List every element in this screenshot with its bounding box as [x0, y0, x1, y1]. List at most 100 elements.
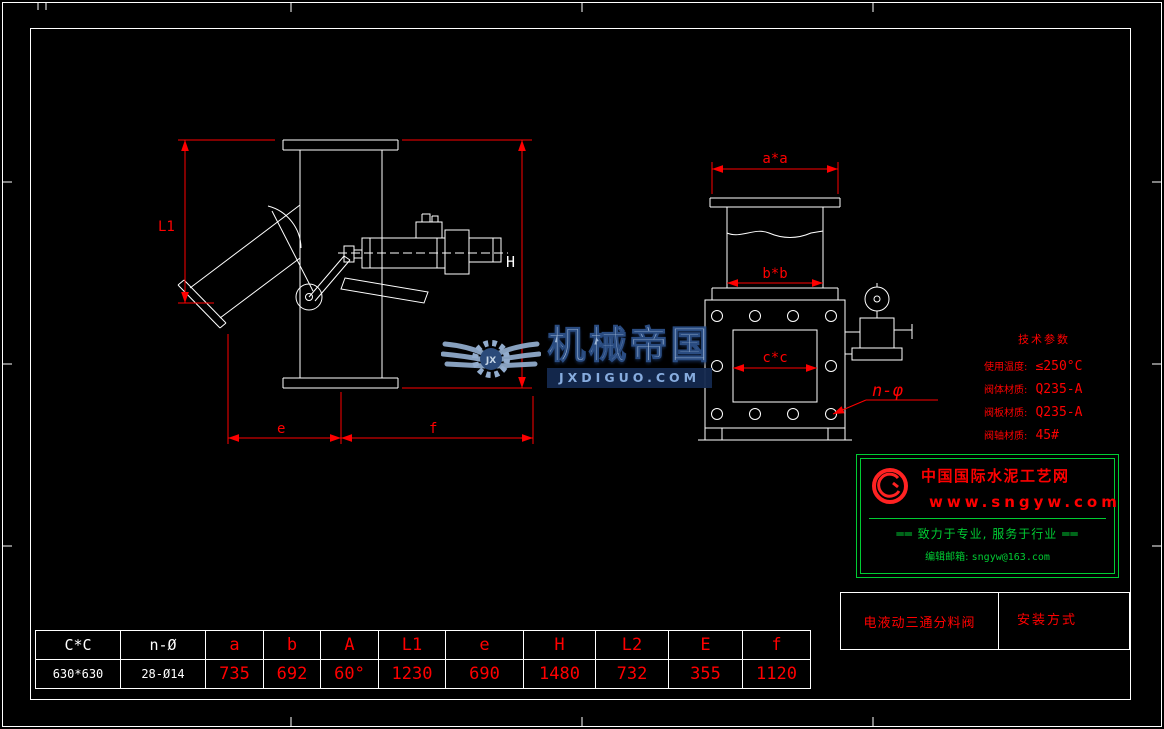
- tech-param-label: 阀轴材质:: [984, 431, 1028, 442]
- spec-value-cell: 690: [445, 659, 524, 689]
- bolt-hole: [711, 408, 723, 420]
- break-line: [726, 230, 824, 238]
- spec-value-cell: 60°: [320, 659, 379, 689]
- cement-net-logo-icon: [869, 465, 911, 511]
- tech-param-value: 45#: [1035, 428, 1059, 443]
- dim-label-e: e: [277, 421, 285, 437]
- spec-header-cell: E: [668, 630, 743, 660]
- vendor-slogan: ══ 致力于专业, 服务于行业 ══: [896, 527, 1079, 541]
- outlet-opening: [732, 329, 818, 403]
- chute-flange: [177, 279, 227, 329]
- spec-header-row: C*C n-Ø a b A L1 e H L2 E f: [35, 630, 811, 660]
- side-actuator-base: [851, 347, 903, 361]
- spec-header-cell: A: [320, 630, 379, 660]
- pivot-hub: [295, 283, 323, 311]
- fittings: [421, 213, 439, 222]
- vendor-contact-email: sngyw@163.com: [971, 552, 1050, 563]
- svg-text:JX: JX: [485, 356, 496, 366]
- tech-param-value: ≤250°C: [1035, 359, 1083, 374]
- bolt-hole: [825, 408, 837, 420]
- dim-label-L1: L1: [158, 219, 175, 235]
- bolt-hole: [825, 310, 837, 322]
- spec-value-cell: 732: [595, 659, 669, 689]
- dim-label-bb: b*b: [762, 266, 787, 282]
- bolt-hole: [787, 310, 799, 322]
- spec-header-cell: e: [445, 630, 524, 660]
- discharge-chute: [189, 204, 301, 319]
- valve-block: [415, 221, 443, 239]
- right-view-dimensions: [711, 162, 938, 415]
- flap-plate: [271, 210, 314, 292]
- vendor-box-inner: 中国国际水泥工艺网 www.sngyw.com ══ 致力于专业, 服务于行业 …: [860, 458, 1117, 574]
- flap-arc: [267, 205, 302, 249]
- right-view-geometry: [698, 197, 913, 441]
- spec-value-cell: 355: [668, 659, 743, 689]
- tech-param-value: Q235-A: [1035, 405, 1083, 420]
- winged-gear-icon: JX: [440, 326, 542, 388]
- spec-header-cell: L2: [595, 630, 669, 660]
- spec-table: C*C n-Ø a b A L1 e H L2 E f 630*630 28-Ø…: [35, 630, 811, 689]
- motor-housing: [444, 229, 470, 275]
- bottom-flange: [282, 377, 399, 389]
- left-view-dimensions: [178, 139, 534, 444]
- spec-header-cell: b: [263, 630, 321, 660]
- drawing-title: 电液动三通分料阀: [841, 593, 999, 649]
- title-block: 电液动三通分料阀 安装方式: [840, 592, 1130, 650]
- bolt-hole: [749, 408, 761, 420]
- side-actuator-shaft: [873, 295, 881, 303]
- dim-label-aa: a*a: [762, 151, 787, 167]
- spec-value-cell: 28-Ø14: [120, 659, 206, 689]
- dim-label-f: f: [429, 421, 437, 437]
- spec-header-cell: a: [205, 630, 264, 660]
- side-actuator-wheel: [864, 286, 890, 312]
- base-feet: [698, 428, 852, 441]
- tech-param-value: Q235-A: [1035, 382, 1083, 397]
- tech-param-row: 阀轴材质: 45#: [984, 424, 1124, 443]
- spec-header-cell: L1: [378, 630, 446, 660]
- tech-param-label: 使用温度:: [984, 362, 1028, 373]
- outlet-flange-square: [704, 299, 846, 429]
- side-actuator-housing: [859, 317, 895, 349]
- top-flange: [282, 139, 399, 151]
- pivot-shaft: [305, 293, 313, 301]
- valve-body: [299, 150, 383, 378]
- tech-param-row: 使用温度: ≤250°C: [984, 355, 1124, 374]
- bolt-hole: [711, 310, 723, 322]
- tech-param-row: 阀板材质: Q235-A: [984, 401, 1124, 420]
- watermark: JX 机械帝国 JXDIGUO.COM: [440, 325, 713, 388]
- body-walls: [726, 207, 824, 288]
- spec-header-cell: f: [742, 630, 811, 660]
- inlet-flange: [709, 197, 841, 208]
- vendor-contact-label: 编辑邮箱:: [925, 552, 969, 563]
- bolt-hole: [749, 310, 761, 322]
- bolt-hole: [787, 408, 799, 420]
- dim-label-H: H: [506, 253, 515, 271]
- spec-value-cell: 1120: [742, 659, 811, 689]
- pump-housing: [468, 237, 502, 263]
- spec-header-cell: H: [523, 630, 596, 660]
- spec-value-cell: 630*630: [35, 659, 121, 689]
- view-label: 安装方式: [1017, 613, 1078, 628]
- lever-arm: [308, 255, 351, 302]
- spec-header-cell: C*C: [35, 630, 121, 660]
- bolt-hole: [825, 360, 837, 372]
- tech-param-label: 阀板材质:: [984, 408, 1028, 419]
- side-actuator-mounts: [845, 324, 913, 355]
- tech-params-title: 技术参数: [1018, 333, 1070, 346]
- vendor-contact: 编辑邮箱: sngyw@163.com: [869, 548, 1106, 563]
- bolt-hole: [711, 360, 723, 372]
- left-view-geometry: [177, 139, 508, 389]
- tech-params: 技术参数 使用温度: ≤250°C 阀体材质: Q235-A 阀板材质: Q23…: [984, 331, 1124, 447]
- vendor-site-name: 中国国际水泥工艺网: [921, 467, 1070, 485]
- dim-label-n-phi: n-φ: [872, 381, 903, 401]
- spec-value-row: 630*630 28-Ø14 735 692 60° 1230 690 1480…: [35, 659, 811, 689]
- vendor-site-url: www.sngyw.com: [929, 493, 1121, 511]
- rod-clevis: [343, 245, 362, 263]
- support-bracket: [340, 277, 429, 304]
- spec-value-cell: 1230: [378, 659, 446, 689]
- vendor-box: 中国国际水泥工艺网 www.sngyw.com ══ 致力于专业, 服务于行业 …: [856, 454, 1119, 578]
- spec-header-cell: n-Ø: [120, 630, 206, 660]
